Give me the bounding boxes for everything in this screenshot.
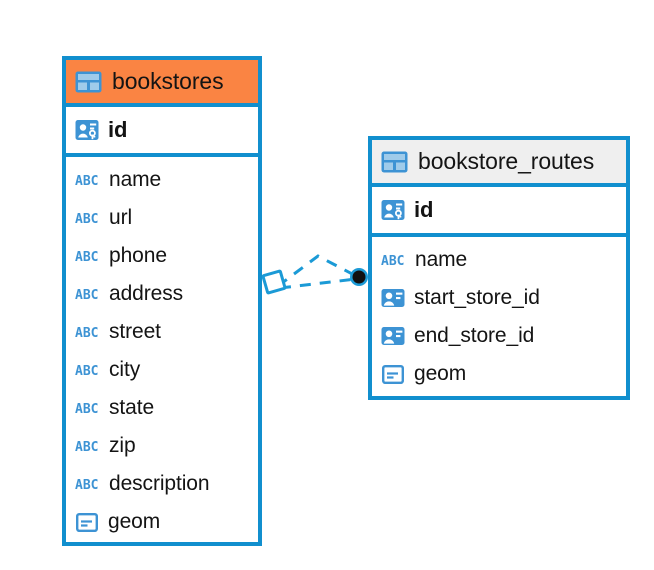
field-row-geom[interactable]: geom (372, 355, 626, 393)
field-row-city[interactable]: ABC city (66, 351, 258, 389)
field-label-name: name (109, 168, 162, 191)
svg-text:ABC: ABC (75, 326, 98, 340)
field-row-end-store-id[interactable]: end_store_id (372, 317, 626, 355)
field-row-id[interactable]: id (372, 187, 626, 233)
field-label-geom: geom (414, 362, 467, 385)
svg-text:ABC: ABC (75, 364, 98, 378)
field-row-name[interactable]: ABC name (372, 241, 626, 279)
text-abc-icon: ABC (75, 402, 98, 416)
text-abc-icon: ABC (75, 212, 98, 226)
entity-title-bookstores: bookstores (112, 68, 224, 94)
foreign-key-icon (381, 327, 405, 345)
field-label-start-store-id: start_store_id (414, 286, 540, 309)
entity-table-bookstore-routes[interactable]: bookstore_routes id ABC (368, 136, 630, 400)
field-row-description[interactable]: ABC description (66, 465, 258, 503)
field-row-geom[interactable]: geom (66, 503, 258, 541)
field-label-end-store-id: end_store_id (414, 324, 535, 347)
primary-key-section-bookstore-routes: id (372, 187, 626, 237)
field-label-street: street (109, 320, 161, 343)
geometry-icon (76, 512, 99, 533)
list-bottom-spacer (372, 393, 626, 395)
field-row-start-store-id[interactable]: start_store_id (372, 279, 626, 317)
svg-text:ABC: ABC (75, 478, 98, 492)
field-row-url[interactable]: ABC url (66, 199, 258, 237)
entity-table-bookstores[interactable]: bookstores id ABC (62, 56, 262, 546)
svg-text:ABC: ABC (381, 254, 404, 268)
text-abc-icon: ABC (75, 364, 98, 378)
primary-key-icon (75, 120, 99, 140)
relationship-source-marker-diamond-icon (261, 269, 287, 295)
primary-key-section-bookstores: id (66, 107, 258, 157)
list-bottom-spacer (66, 541, 258, 543)
relationship-line-upper (277, 254, 359, 288)
field-list-bookstores: ABC name ABC url ABC phone ABC (66, 157, 258, 549)
svg-text:ABC: ABC (75, 174, 98, 188)
entity-header-bookstores[interactable]: bookstores (66, 60, 258, 107)
svg-text:ABC: ABC (75, 250, 98, 264)
field-label-city: city (109, 358, 141, 381)
field-label-id: id (108, 117, 128, 142)
field-label-address: address (109, 282, 184, 305)
text-abc-icon: ABC (75, 174, 98, 188)
text-abc-icon: ABC (75, 288, 98, 302)
field-label-state: state (109, 396, 155, 419)
field-label-geom: geom (108, 510, 161, 533)
text-abc-icon: ABC (75, 478, 98, 492)
field-list-bookstore-routes: ABC name start_store_id (372, 237, 626, 401)
text-abc-icon: ABC (381, 254, 404, 268)
relationship-target-marker-dot-icon (350, 268, 368, 286)
entity-header-bookstore-routes[interactable]: bookstore_routes (372, 140, 626, 187)
field-label-url: url (109, 206, 133, 229)
relationship-line-lower (279, 277, 357, 290)
svg-text:ABC: ABC (75, 288, 98, 302)
entity-title-bookstore-routes: bookstore_routes (418, 148, 595, 174)
text-abc-icon: ABC (75, 326, 98, 340)
field-row-name[interactable]: ABC name (66, 161, 258, 199)
field-row-state[interactable]: ABC state (66, 389, 258, 427)
field-label-id: id (414, 197, 434, 222)
svg-text:ABC: ABC (75, 212, 98, 226)
text-abc-icon: ABC (75, 250, 98, 264)
field-row-phone[interactable]: ABC phone (66, 237, 258, 275)
field-row-address[interactable]: ABC address (66, 275, 258, 313)
foreign-key-icon (381, 289, 405, 307)
field-row-zip[interactable]: ABC zip (66, 427, 258, 465)
field-label-zip: zip (109, 434, 136, 457)
field-row-id[interactable]: id (66, 107, 258, 153)
geometry-icon (382, 364, 405, 385)
svg-text:ABC: ABC (75, 402, 98, 416)
field-label-description: description (109, 472, 210, 495)
primary-key-icon (381, 200, 405, 220)
table-icon (75, 71, 102, 92)
svg-text:ABC: ABC (75, 440, 98, 454)
table-icon (381, 151, 408, 172)
field-row-street[interactable]: ABC street (66, 313, 258, 351)
field-label-phone: phone (109, 244, 167, 267)
field-label-name: name (415, 248, 468, 271)
text-abc-icon: ABC (75, 440, 98, 454)
